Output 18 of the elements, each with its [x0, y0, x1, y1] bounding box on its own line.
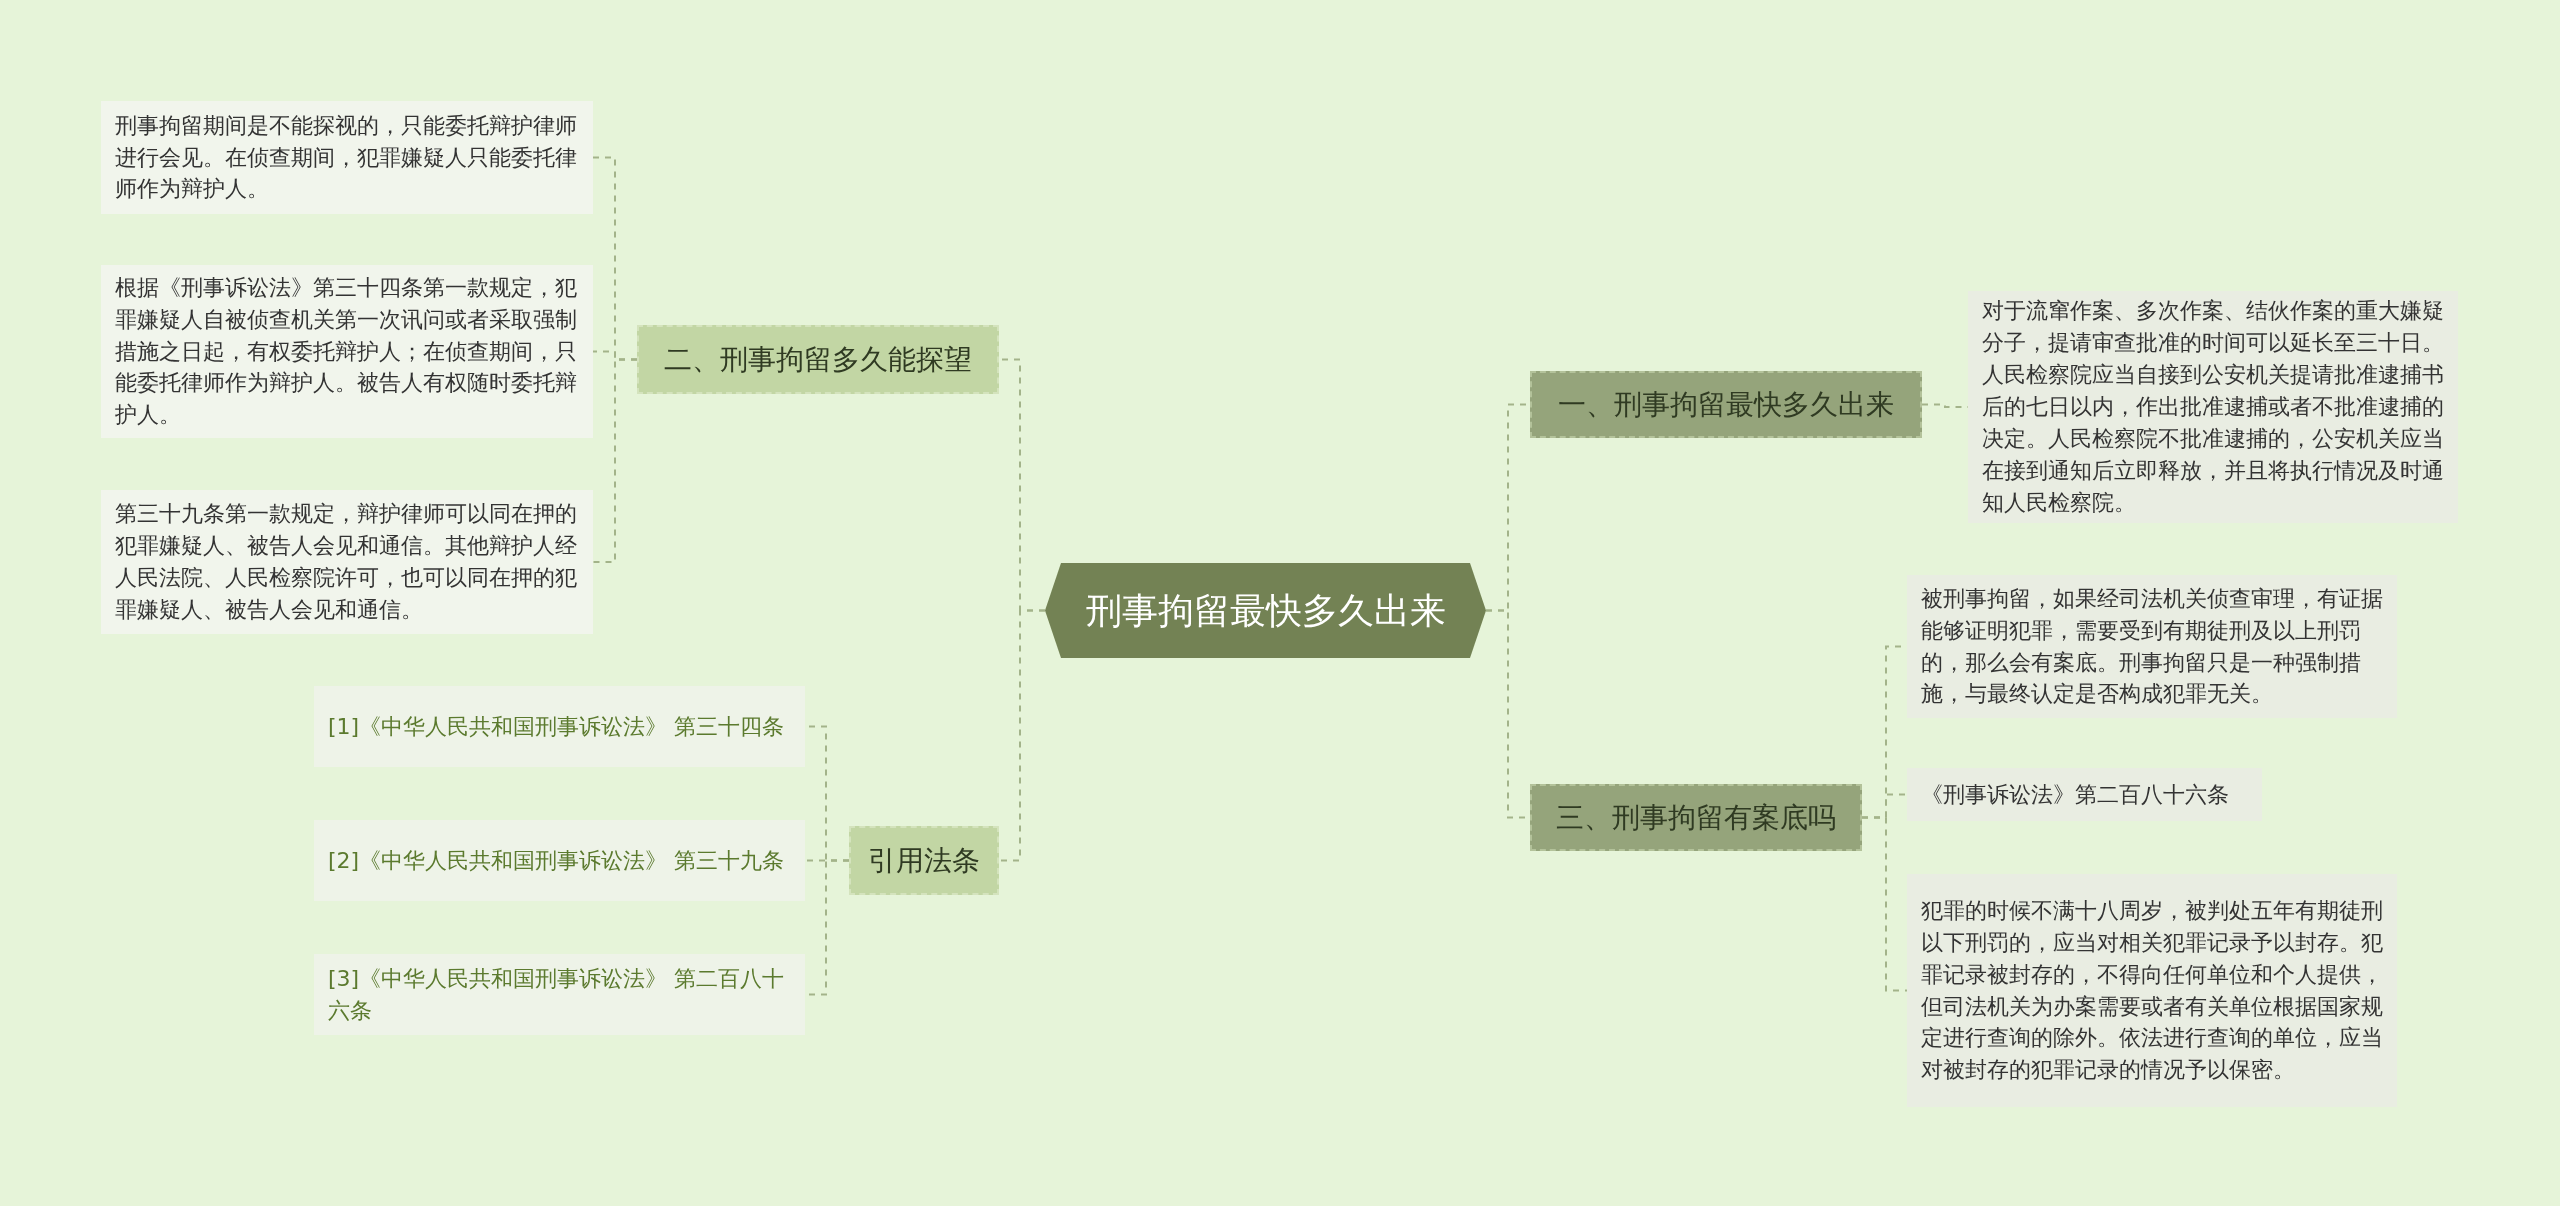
reference-box: [1]《中华人民共和国刑事诉讼法》 第三十四条 — [314, 686, 805, 767]
central-topic: 刑事拘留最快多久出来 — [1045, 563, 1486, 658]
connector-line — [1861, 816, 1908, 992]
branch-topic: 三、刑事拘留有案底吗 — [1530, 784, 1862, 851]
connector-line — [998, 609, 1046, 862]
connector-line — [592, 358, 638, 563]
branch-topic: 引用法条 — [849, 826, 999, 895]
note-box: 刑事拘留期间是不能探视的，只能委托辩护律师进行会见。在侦查期间，犯罪嫌疑人只能委托律师作为辩护人。 — [101, 101, 593, 214]
note-box: 《刑事诉讼法》第二百八十六条 — [1907, 768, 2262, 821]
note-box: 犯罪的时候不满十八周岁，被判处五年有期徒刑以下刑罚的，应当对相关犯罪记录予以封存。犯罪记录被封存的，不得向任何单位和个人提供，但司法机关为办案需要或者有关单位根据国家规定进行查询的除外。依法进行查询的单位，应当对被封存的犯罪记录的情况予以保密。 — [1907, 874, 2397, 1107]
reference-box: [3]《中华人民共和国刑事诉讼法》 第二百八十六条 — [314, 954, 805, 1035]
branch-topic: 一、刑事拘留最快多久出来 — [1530, 371, 1922, 438]
note-box: 根据《刑事诉讼法》第三十四条第一款规定，犯罪嫌疑人自被侦查机关第一次讯问或者采取强制措施之日起，有权委托辩护人；在侦查期间，只能委托律师作为辩护人。被告人有权随时委托辩护人。 — [101, 265, 593, 438]
note-box: 被刑事拘留，如果经司法机关侦查审理，有证据能够证明犯罪，需要受到有期徒刑及以上刑罚的，那么会有案底。刑事拘留只是一种强制措施，与最终认定是否构成犯罪无关。 — [1907, 575, 2397, 718]
branch-topic: 二、刑事拘留多久能探望 — [637, 325, 999, 394]
note-box: 第三十九条第一款规定，辩护律师可以同在押的犯罪嫌疑人、被告人会见和通信。其他辩护人经人民法院、人民检察院许可，也可以同在押的犯罪嫌疑人、被告人会见和通信。 — [101, 490, 593, 634]
reference-box: [2]《中华人民共和国刑事诉讼法》 第三十九条 — [314, 820, 805, 901]
note-box: 对于流窜作案、多次作案、结伙作案的重大嫌疑分子，提请审查批准的时间可以延长至三十日。人民检察院应当自接到公安机关提请批准逮捕书后的七日以内，作出批准逮捕或者不批准逮捕的决定。人民检察院不批准逮捕的，公安机关应当在接到通知后立即释放，并且将执行情况及时通知人民检察院。 — [1968, 291, 2458, 523]
